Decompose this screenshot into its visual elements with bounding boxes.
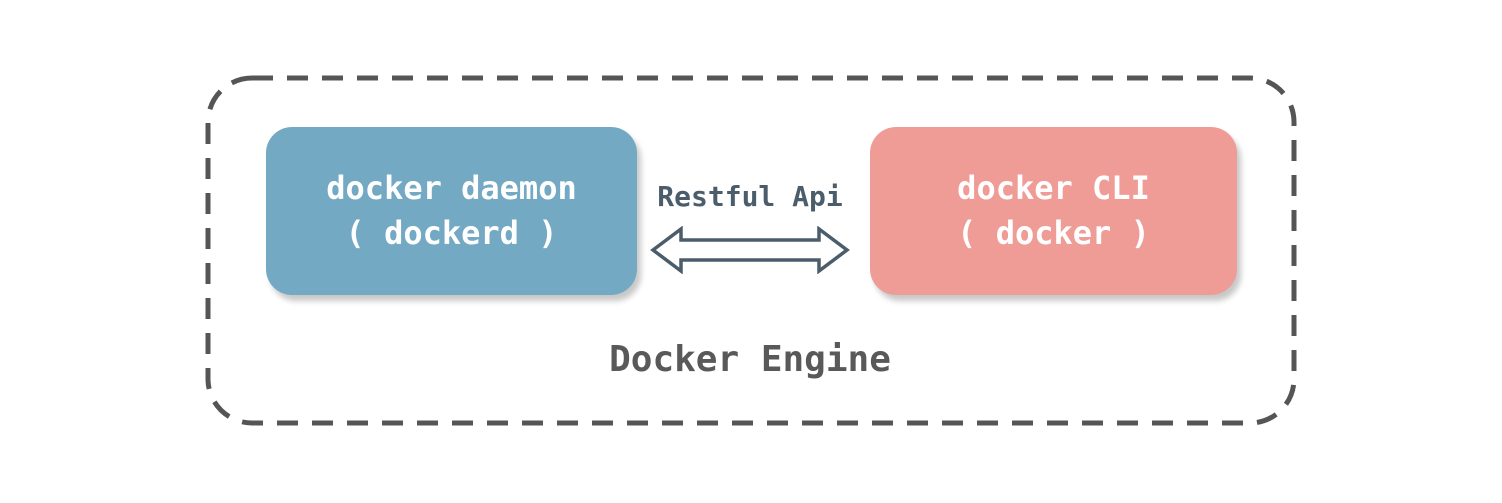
node-docker-daemon: docker daemon ( dockerd ) xyxy=(266,127,637,295)
node-docker-daemon-line1: docker daemon xyxy=(326,169,577,207)
node-docker-cli-line2: ( docker ) xyxy=(957,214,1150,252)
double-arrow-icon xyxy=(650,225,850,275)
restful-api-label: Restful Api xyxy=(657,180,843,213)
docker-engine-title: Docker Engine xyxy=(609,339,891,380)
dashed-border-graphic xyxy=(205,75,1297,426)
engine-dashed-border xyxy=(205,75,1297,426)
node-docker-cli: docker CLI ( docker ) xyxy=(870,127,1237,295)
double-arrow-graphic xyxy=(650,225,850,275)
node-docker-cli-line1: docker CLI xyxy=(957,169,1150,207)
node-docker-daemon-line2: ( dockerd ) xyxy=(345,214,558,252)
